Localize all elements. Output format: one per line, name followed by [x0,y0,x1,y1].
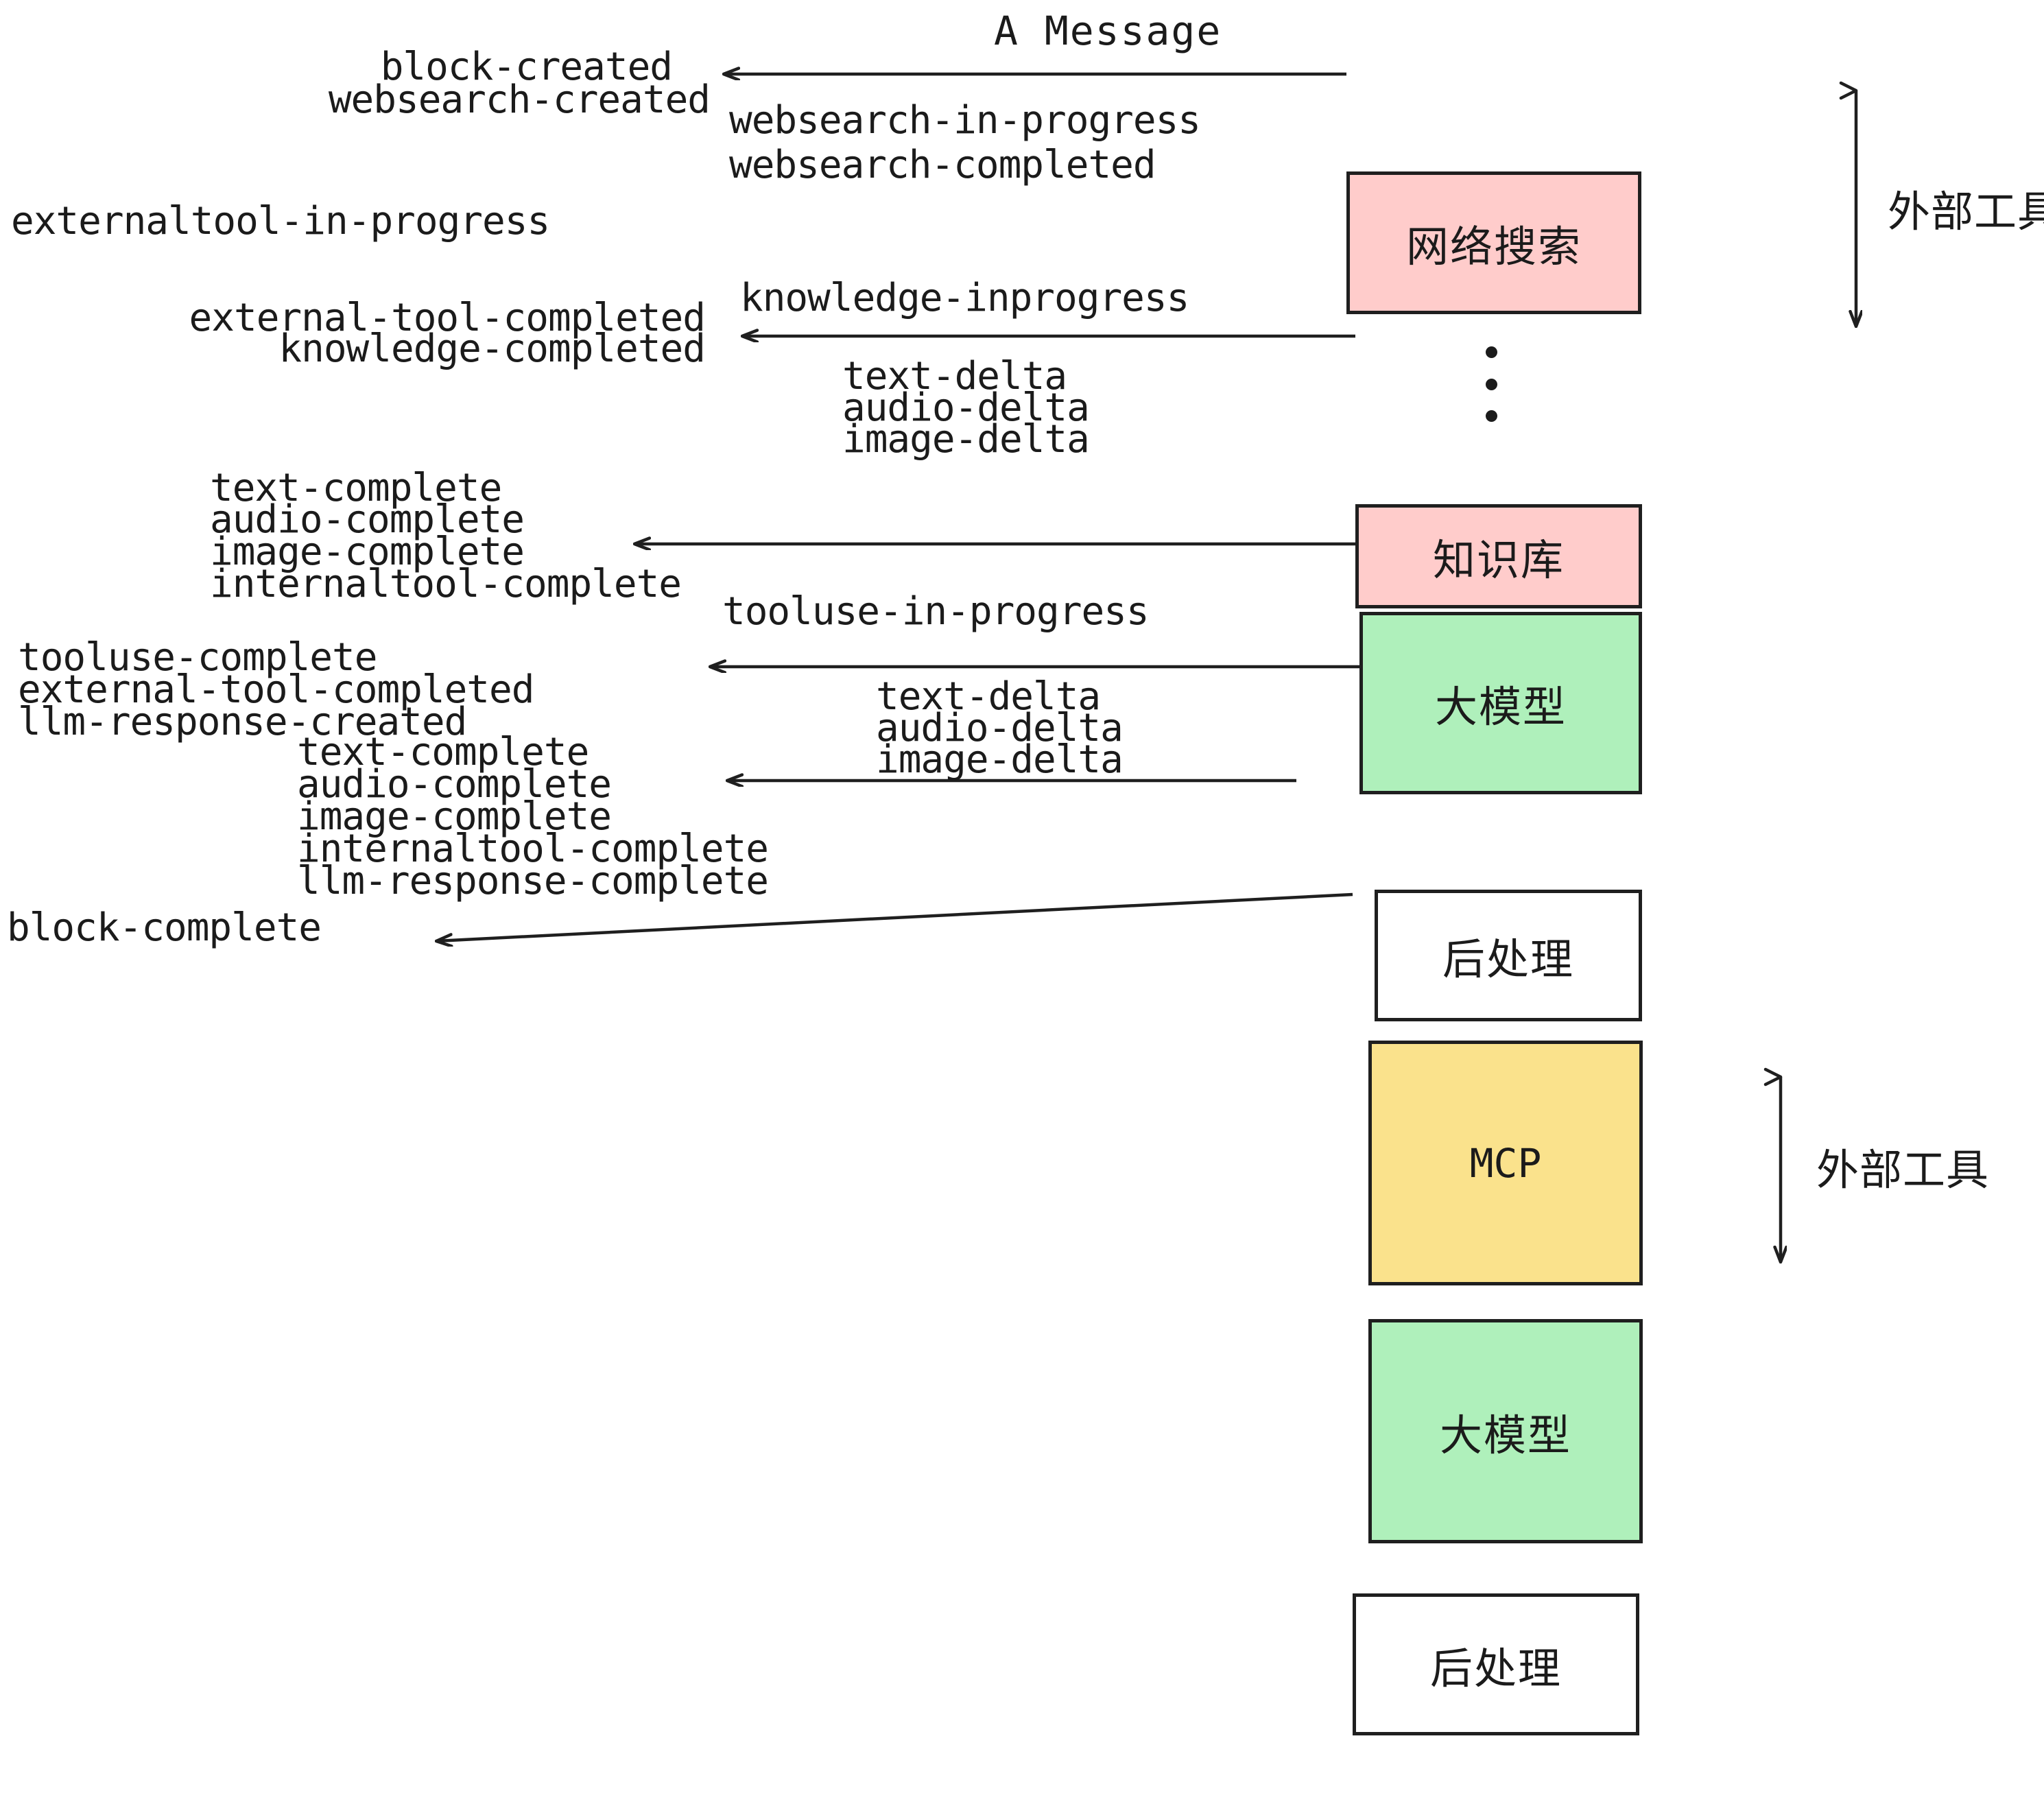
external-tool-label-top: 外部工具 [1888,187,2044,237]
event-knowledge-completed: knowledge-completed [278,327,706,371]
event-internaltool-complete-2: internaltool-complete [297,827,769,871]
event-knowledge-inprogress: knowledge-inprogress [740,276,1189,320]
event-audio-delta-2: audio-delta [876,706,1124,750]
event-image-delta-1: image-delta [842,417,1090,462]
node-websearch[interactable]: 网络搜索 [1346,171,1641,314]
event-audio-complete-2: audio-complete [297,762,612,807]
node-knowledge-base-label: 知识库 [1432,535,1565,585]
event-audio-complete-1: audio-complete [210,497,525,542]
event-llm-response-created: llm-response-created [18,700,467,744]
event-image-complete-1: image-complete [210,530,525,574]
node-llm-2[interactable]: 大模型 [1368,1319,1643,1543]
event-llm-response-complete: llm-response-complete [297,859,769,903]
node-mcp[interactable]: MCP [1368,1041,1643,1285]
event-external-tool-completed-2: external-tool-completed [18,667,534,712]
node-llm-1[interactable]: 大模型 [1359,612,1642,794]
node-knowledge-base[interactable]: 知识库 [1355,504,1642,608]
vertical-ellipsis-icon [1485,346,1497,422]
node-postprocess-2[interactable]: 后处理 [1353,1593,1639,1735]
event-image-delta-2: image-delta [876,737,1124,782]
node-mcp-label: MCP [1469,1139,1542,1187]
diagram-title: A Message [994,8,1222,54]
event-block-created: block-created [380,45,673,89]
event-image-complete-2: image-complete [297,794,612,839]
event-websearch-in-progress: websearch-in-progress [729,98,1201,143]
event-block-complete: block-complete [7,905,322,950]
external-tool-label-bottom: 外部工具 [1816,1145,1990,1195]
event-tooluse-in-progress: tooluse-in-progress [722,589,1150,634]
event-internaltool-complete-1: internaltool-complete [210,562,682,606]
node-postprocess-1[interactable]: 后处理 [1375,890,1642,1021]
event-text-delta-1: text-delta [842,354,1067,399]
node-llm-1-label: 大模型 [1434,682,1567,732]
event-external-tool-completed-1: external-tool-completed [189,296,706,340]
node-llm-2-label: 大模型 [1439,1410,1571,1460]
event-text-delta-2: text-delta [876,674,1101,719]
event-websearch-created: websearch-created [328,78,711,122]
node-websearch-label: 网络搜索 [1405,222,1582,272]
event-audio-delta-1: audio-delta [842,385,1090,430]
event-text-complete-2: text-complete [297,730,589,774]
event-websearch-completed: websearch-completed [729,143,1156,187]
event-text-complete-1: text-complete [210,466,502,510]
event-tooluse-complete: tooluse-complete [18,635,377,680]
event-externaltool-in-progress: externaltool-in-progress [11,199,550,244]
node-postprocess-2-label: 后处理 [1429,1643,1562,1694]
node-postprocess-1-label: 后处理 [1442,934,1574,984]
